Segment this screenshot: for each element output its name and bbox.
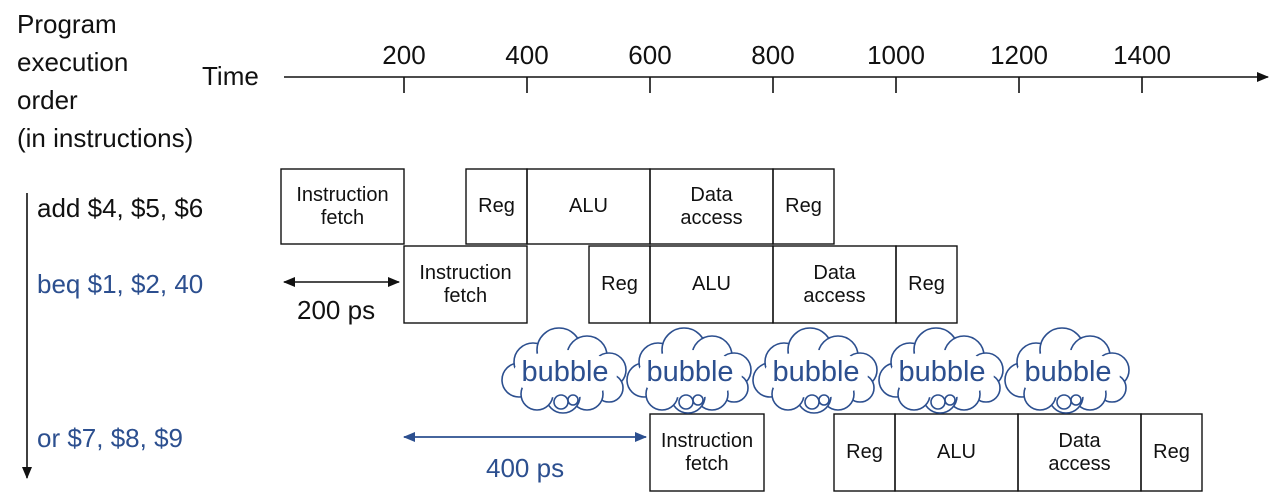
- y-axis-label: Program execution order (in instructions…: [17, 5, 193, 157]
- y-axis-label-line-4: (in instructions): [17, 123, 194, 153]
- beq-data-line-2: access: [803, 284, 866, 307]
- gap-200-label: 200 ps: [297, 295, 376, 325]
- beq-data-line-1: Data: [813, 261, 856, 284]
- or-alu-stage: ALU: [937, 441, 976, 463]
- bubble-label-2: bubble: [646, 356, 734, 388]
- bubbles: [501, 327, 1130, 414]
- or-fetch-line-2: fetch: [685, 452, 729, 475]
- bubble-cloud-5: [1004, 327, 1130, 414]
- bubble-label-3: bubble: [772, 356, 860, 388]
- y-axis-label-line-3: order: [17, 85, 78, 115]
- time-label: Time: [202, 61, 259, 91]
- tick-label-800: 800: [751, 40, 795, 70]
- add-alu-stage: ALU: [569, 195, 608, 217]
- beq-fetch-line-2: fetch: [443, 284, 488, 307]
- tick-label-1400: 1400: [1113, 40, 1171, 70]
- or-data-line-1: Data: [1058, 429, 1101, 452]
- beq-reg-write-stage: Reg: [908, 273, 945, 295]
- time-axis-ticks: [403, 77, 1143, 93]
- instruction-add: add $4, $5, $6: [37, 193, 204, 223]
- bubble-cloud-2: [626, 327, 752, 414]
- bubble-label-5: bubble: [1024, 356, 1112, 388]
- bubble-cloud-3: [752, 327, 878, 414]
- instruction-or: or $7, $8, $9: [37, 423, 183, 453]
- add-data-line-1: Data: [690, 183, 733, 206]
- add-fetch-line-1: Instruction: [296, 183, 389, 206]
- beq-pipeline: [403, 245, 958, 324]
- or-reg-write-stage: Reg: [1153, 441, 1190, 463]
- gap-400-label: 400 ps: [486, 453, 565, 483]
- add-fetch-line-2: fetch: [320, 206, 365, 229]
- bubble-label-4: bubble: [898, 356, 986, 388]
- beq-fetch-line-1: Instruction: [419, 261, 512, 284]
- add-pipeline: [280, 168, 835, 245]
- tick-label-200: 200: [382, 40, 426, 70]
- or-reg-read-stage: Reg: [846, 441, 883, 463]
- beq-alu-stage: ALU: [692, 273, 731, 295]
- tick-label-600: 600: [628, 40, 672, 70]
- bubble-cloud-1: [501, 327, 627, 414]
- instruction-beq: beq $1, $2, 40: [37, 269, 204, 299]
- y-axis-label-line-1: Program: [17, 9, 117, 39]
- or-data-line-2: access: [1048, 452, 1111, 475]
- tick-label-1200: 1200: [990, 40, 1048, 70]
- beq-reg-read-stage: Reg: [601, 273, 638, 295]
- or-pipeline: [649, 413, 1203, 492]
- add-reg-write-stage: Reg: [785, 195, 822, 217]
- add-reg-read-stage: Reg: [478, 195, 515, 217]
- y-axis-label-line-2: execution: [17, 47, 129, 77]
- add-data-line-2: access: [680, 206, 743, 229]
- or-fetch-line-1: Instruction: [660, 429, 754, 452]
- tick-label-1000: 1000: [867, 40, 925, 70]
- bubble-label-1: bubble: [521, 356, 609, 388]
- tick-label-400: 400: [505, 40, 549, 70]
- bubble-cloud-4: [878, 327, 1004, 414]
